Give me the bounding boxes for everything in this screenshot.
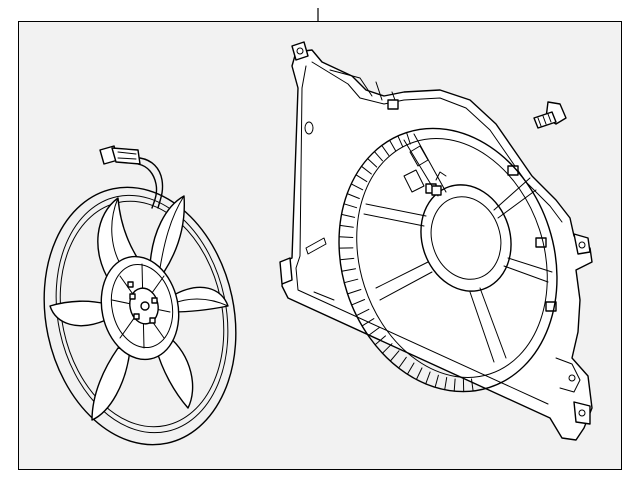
shroud-rib <box>406 362 415 375</box>
shroud-rib <box>389 350 400 362</box>
shroud-rib <box>351 299 366 306</box>
shroud-rib <box>339 257 355 261</box>
shroud-rib <box>350 183 364 191</box>
shroud-rib <box>367 158 378 168</box>
shroud-rib <box>444 377 448 391</box>
shroud-rib <box>471 378 474 392</box>
shroud-rib <box>361 318 375 327</box>
shroud-ring-ribs <box>338 132 474 393</box>
shroud-rib <box>343 203 358 209</box>
shroud-rib <box>374 335 386 346</box>
shroud-rib <box>406 132 411 145</box>
shroud-rib <box>397 135 404 148</box>
shroud-rib <box>346 193 360 199</box>
shroud-rib <box>355 174 368 183</box>
shroud-rib <box>389 139 397 152</box>
shroud-rib <box>453 378 456 392</box>
fan-motor-connector <box>99 145 164 209</box>
shroud-rib <box>338 236 354 238</box>
shroud-rib <box>361 165 372 175</box>
shroud-rib <box>341 213 356 218</box>
shroud-rib <box>434 374 439 388</box>
shroud-rib <box>343 278 359 284</box>
shroud-rib <box>381 145 390 156</box>
shroud-rib <box>356 308 370 317</box>
fan-assembly <box>43 186 237 446</box>
shroud-rib <box>382 343 393 354</box>
shroud-rib <box>341 268 356 272</box>
shroud-rib <box>415 367 423 380</box>
mounting-bolt <box>533 101 567 129</box>
shroud-rib <box>367 327 380 337</box>
shroud-rib <box>398 356 407 369</box>
shroud-rib <box>347 289 362 295</box>
fan-shroud <box>279 41 593 441</box>
shroud-rib <box>373 151 383 162</box>
shroud-rib <box>339 224 354 228</box>
shroud-rib <box>425 371 431 385</box>
